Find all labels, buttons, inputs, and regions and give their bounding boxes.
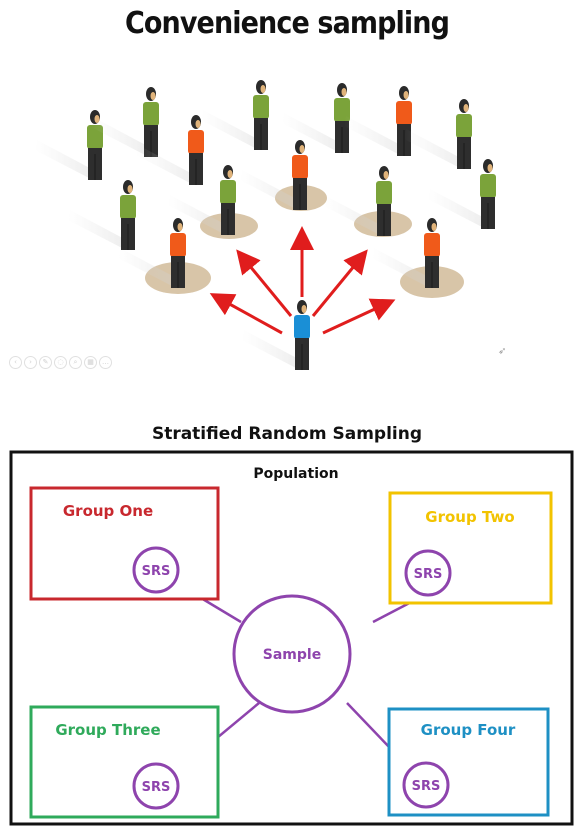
- stratified-title: Stratified Random Sampling: [151, 424, 423, 444]
- person-figure: [168, 165, 236, 235]
- slide-toolbar: ‹ › ✎ ◌ ⌕ ▦ …: [9, 356, 112, 369]
- group-three-label: Group Three: [55, 721, 160, 739]
- group-four-label: Group Four: [421, 721, 516, 739]
- person-figure: [91, 87, 159, 157]
- mouse-cursor-icon: ➶: [498, 346, 507, 357]
- convenience-sampling-slide: Convenience sampling ‹ › ✎ ◌ ⌕ ▦ … ➶: [0, 0, 574, 395]
- selection-arrow: [209, 293, 283, 335]
- pen-icon[interactable]: ✎: [39, 356, 52, 369]
- selection-arrow: [311, 249, 368, 317]
- nav-prev-icon[interactable]: ‹: [9, 356, 22, 369]
- srs-label: SRS: [142, 780, 171, 795]
- person-figure: [372, 218, 440, 288]
- srs-circle-four: SRS: [402, 761, 450, 809]
- researcher-figure: [242, 300, 310, 370]
- srs-circle-one: SRS: [132, 546, 180, 594]
- person-figure: [118, 218, 186, 288]
- person-figure: [136, 115, 204, 185]
- srs-label: SRS: [412, 779, 441, 794]
- crowd-illustration: [35, 80, 496, 370]
- group-one-box: [29, 486, 220, 601]
- selection-arrow: [322, 298, 396, 335]
- person-figure: [404, 99, 472, 169]
- convenience-title: Convenience sampling: [124, 6, 450, 41]
- group-two-label: Group Two: [425, 508, 514, 526]
- nav-next-icon[interactable]: ›: [24, 356, 37, 369]
- srs-label: SRS: [142, 564, 171, 579]
- zoom-icon[interactable]: ⌕: [69, 356, 82, 369]
- person-figure: [201, 80, 269, 150]
- group-one-label: Group One: [63, 502, 153, 520]
- group-three-box: [29, 705, 220, 819]
- selection-arrow: [236, 249, 293, 317]
- sample-circle: Sample: [232, 594, 352, 714]
- srs-label: SRS: [414, 567, 443, 582]
- population-label: Population: [253, 466, 338, 482]
- more-icon[interactable]: …: [99, 356, 112, 369]
- person-figure: [68, 180, 136, 250]
- srs-circle-two: SRS: [404, 549, 452, 597]
- grid-icon[interactable]: ▦: [84, 356, 97, 369]
- person-figure: [428, 159, 496, 229]
- person-figure: [240, 140, 308, 210]
- srs-circle-three: SRS: [132, 762, 180, 810]
- person-figure: [282, 83, 350, 153]
- person-figure: [324, 166, 392, 236]
- population-frame: [9, 450, 574, 826]
- person-figure: [344, 86, 412, 156]
- eraser-icon[interactable]: ◌: [54, 356, 67, 369]
- sample-label: Sample: [263, 647, 321, 663]
